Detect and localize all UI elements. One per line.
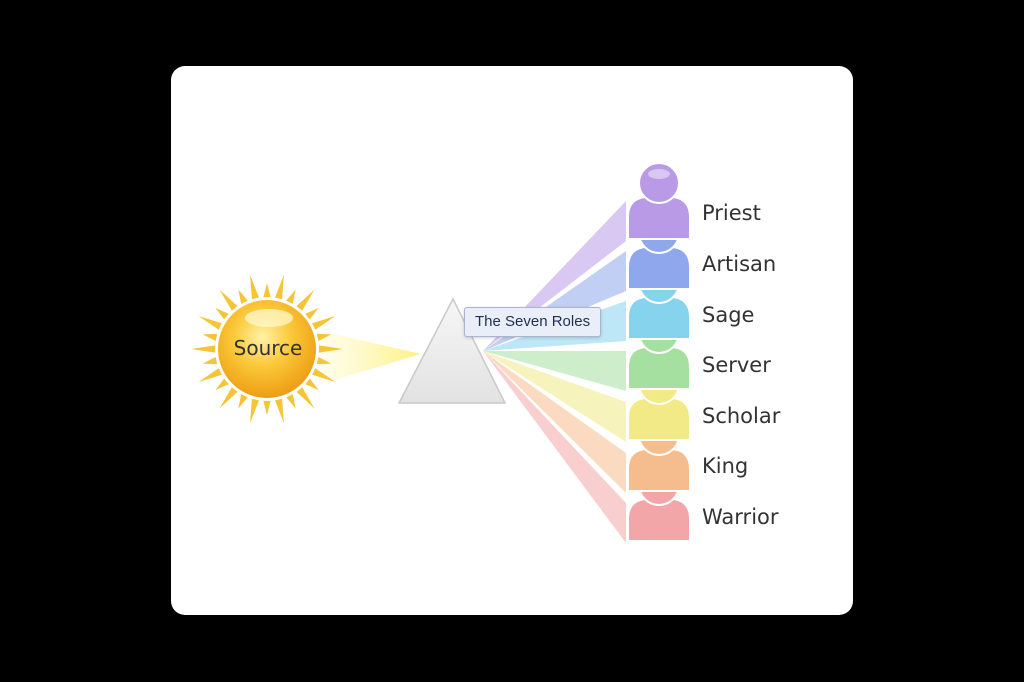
sun-ray: [296, 387, 315, 409]
role-label-sage: Sage: [702, 303, 755, 327]
sun-ray: [316, 333, 332, 342]
spectrum-beam: [483, 351, 626, 391]
spectrum-beam: [483, 351, 626, 442]
sun-ray: [305, 378, 319, 391]
spectrum-beam: [483, 351, 626, 493]
sun-ray: [198, 368, 222, 382]
sun-ray: [312, 368, 336, 382]
sun-ray: [202, 356, 218, 365]
sun-ray: [296, 289, 315, 311]
sun-ray: [250, 398, 260, 424]
sun-ray: [286, 289, 296, 304]
role-label-priest: Priest: [702, 201, 761, 225]
sun-icon: [218, 300, 316, 398]
sun-ray: [305, 307, 319, 320]
spectrum-beams: [483, 201, 626, 543]
sun-ray: [219, 289, 238, 311]
sun-ray: [286, 394, 296, 409]
light-beam: [321, 331, 421, 384]
person-head: [638, 162, 680, 204]
role-label-scholar: Scholar: [702, 404, 781, 428]
role-label-server: Server: [702, 353, 771, 377]
sun-ray: [263, 283, 271, 298]
prism-tooltip: The Seven Roles: [464, 307, 602, 337]
person-head-highlight: [648, 169, 670, 179]
sun-ray: [215, 307, 229, 320]
sun-highlight: [245, 309, 293, 327]
role-figures: [627, 162, 691, 542]
diagram-card: Source The Seven Roles Priest Artisan Sa…: [171, 66, 853, 615]
spectrum-beam: [483, 351, 626, 543]
sun-ray: [191, 345, 216, 353]
prism-icon: [397, 297, 507, 404]
sun-ray: [312, 316, 336, 330]
sun-ray: [215, 378, 229, 391]
person-icon: [627, 162, 691, 240]
sun-ray: [202, 333, 218, 342]
role-label-king: King: [702, 454, 749, 478]
source-label: Source: [233, 336, 303, 360]
sun-ray: [250, 274, 260, 300]
role-label-warrior: Warrior: [702, 505, 779, 529]
sun-ray: [238, 394, 248, 409]
sun-ray: [274, 274, 284, 300]
sun-ray: [219, 387, 238, 409]
sun-rays: [191, 274, 343, 424]
role-label-artisan: Artisan: [702, 252, 777, 276]
sun-ray: [318, 345, 343, 353]
sun-ray: [316, 356, 332, 365]
sun-ray: [263, 400, 271, 415]
sun-ray: [198, 316, 222, 330]
sun-ray: [274, 398, 284, 424]
sun-ray: [238, 289, 248, 304]
